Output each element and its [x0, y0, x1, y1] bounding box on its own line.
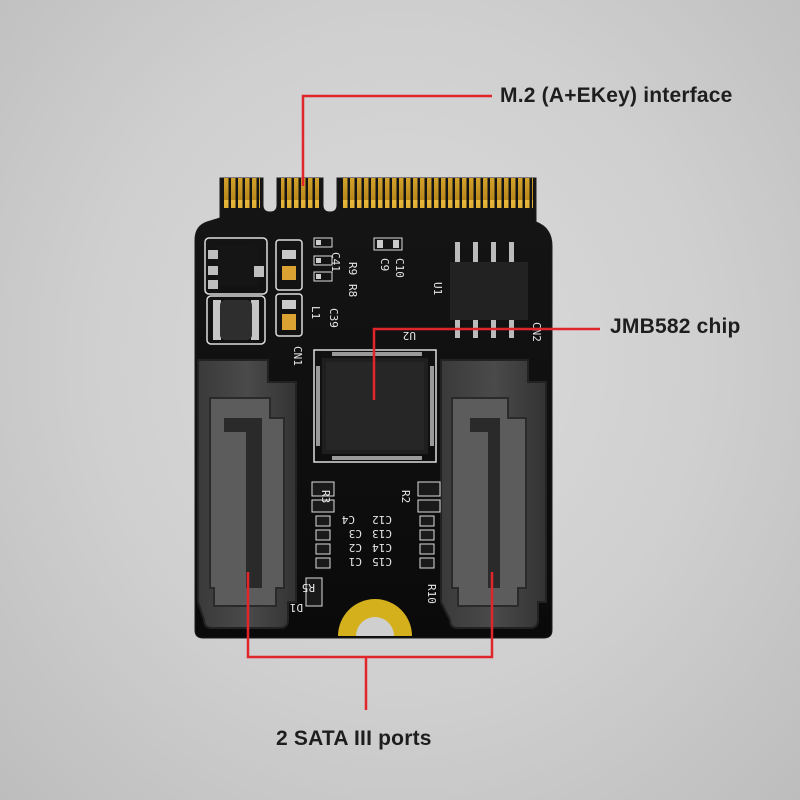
sata-port-left [197, 359, 297, 629]
silk-r10: R10 [425, 584, 438, 604]
silk-c12: C12 [372, 513, 392, 526]
silk-r9: R9 [346, 262, 359, 275]
chip-callout-label: JMB582 chip [610, 315, 741, 338]
silk-d1: D1 [290, 601, 303, 614]
silk-cn2: CN2 [530, 322, 543, 342]
silk-c39: C39 [327, 308, 340, 328]
silk-r2: R2 [399, 490, 412, 503]
silk-c4: C4 [341, 513, 355, 526]
silk-u2: U2 [403, 329, 416, 342]
silk-r8: R8 [346, 284, 359, 297]
silk-r3: R3 [319, 490, 332, 503]
silk-c2: C2 [349, 541, 362, 554]
silk-c3: C3 [349, 527, 362, 540]
silk-c9: C9 [378, 258, 391, 271]
silk-c15: C15 [372, 555, 392, 568]
silk-c41: C41 [329, 252, 342, 272]
silk-c13: C13 [372, 527, 392, 540]
silkscreen-labels: R9 R8 C41 C10 C9 U1 L1 C39 U2 CN1 CN2 R3… [290, 252, 543, 614]
sata-port-right [440, 359, 547, 629]
callout-lines [246, 94, 600, 710]
passive-components [305, 481, 441, 607]
silk-u1: U1 [431, 282, 444, 295]
top-left-components [204, 237, 403, 345]
silk-c10: C10 [393, 258, 406, 278]
sata-ports-callout-label: 2 SATA III ports [276, 727, 432, 750]
silk-c1: C1 [349, 555, 362, 568]
callout-line-ports [246, 572, 494, 659]
interface-callout-label: M.2 (A+EKey) interface [500, 84, 733, 107]
mounting-hole [338, 599, 412, 636]
m2-edge-connector [224, 178, 533, 208]
silk-r5: R5 [302, 581, 315, 594]
callout-line-interface [301, 94, 492, 186]
silk-c14: C14 [372, 541, 392, 554]
silk-l1: L1 [309, 306, 322, 319]
callout-line-chip [372, 327, 600, 400]
silk-cn1: CN1 [291, 346, 304, 366]
